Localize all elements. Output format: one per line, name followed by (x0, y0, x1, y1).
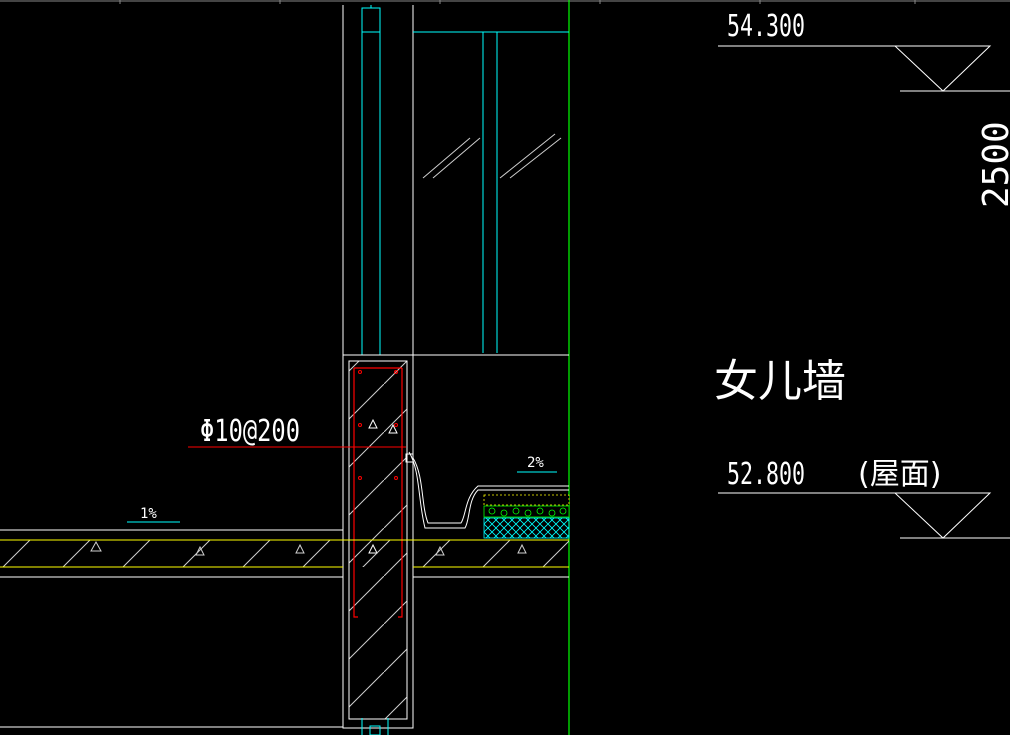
top-ruler (0, 0, 1010, 4)
glass-hatch-icon (422, 133, 562, 179)
elevation-top-label: 54.300 (727, 9, 805, 44)
roof-insulation-layers (405, 451, 570, 539)
slope-right-label: 2% (527, 455, 544, 471)
slope-left-label: 1% (140, 506, 157, 522)
triangle-elevation-marker-icon (893, 492, 992, 539)
triangle-elevation-marker-icon (893, 45, 992, 92)
wall-outline (0, 5, 569, 728)
roof-slab (0, 539, 569, 568)
dimension-height-label: 2500 (976, 121, 1010, 208)
element-name-label: 女儿墙 (714, 356, 846, 407)
elevation-marker-top: 54.300 (718, 9, 1010, 92)
rebar-spec-label: Φ10@200 (200, 414, 300, 449)
window-frame (361, 5, 569, 355)
roof-note-label: (屋面) (858, 457, 941, 492)
elevation-roof-label: 52.800 (727, 457, 805, 492)
elevation-marker-roof: 52.800 (屋面) (718, 457, 1010, 539)
